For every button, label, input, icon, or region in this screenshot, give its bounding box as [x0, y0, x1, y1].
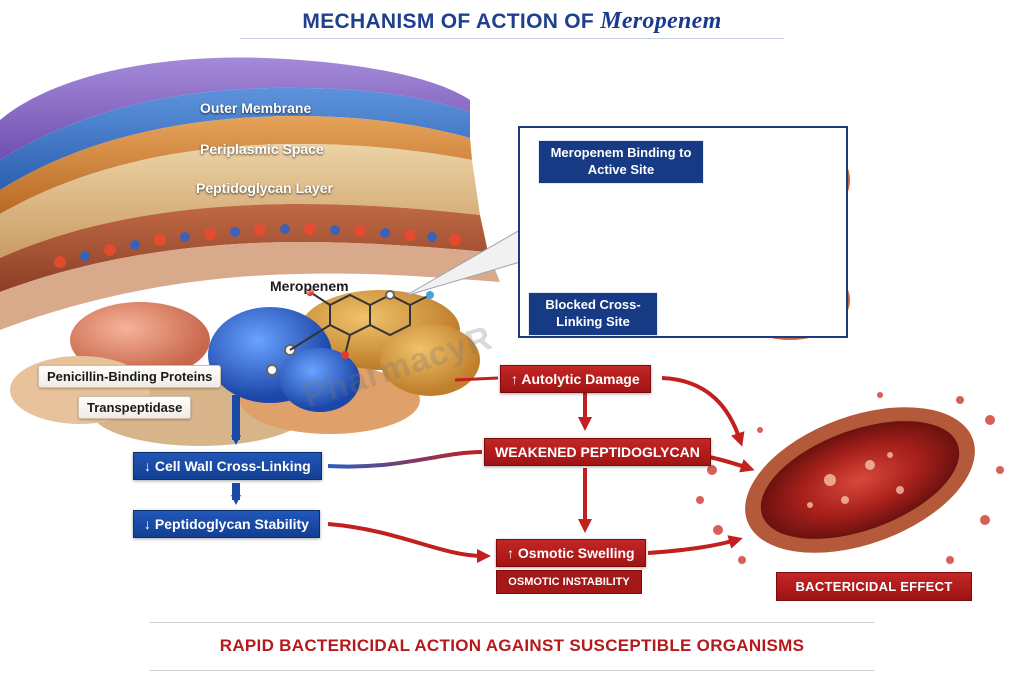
- label-meropenem: Meropenem: [270, 278, 349, 294]
- title-main: MECHANISM OF ACTION OF: [302, 10, 595, 33]
- label-penicillin-binding-proteins: Penicillin-Binding Proteins: [38, 365, 222, 388]
- step-autolytic-damage: ↑ Autolytic Damage: [500, 365, 651, 393]
- footer-caption: RAPID BACTERICIDAL ACTION AGAINST SUSCEP…: [219, 636, 805, 655]
- footer-divider-bottom: [150, 670, 874, 671]
- step-weakened-peptidoglycan: WEAKENED PEPTIDOGLYCAN: [484, 438, 711, 466]
- footer-divider-top: [150, 622, 874, 623]
- label-outer-membrane: Outer Membrane: [200, 100, 312, 116]
- inset-blocked-label: Blocked Cross-Linking Site: [528, 292, 658, 336]
- step-peptidoglycan-stability: ↓ Peptidoglycan Stability: [133, 510, 320, 538]
- page-title: MECHANISM OF ACTION OF Meropenem: [0, 8, 1024, 35]
- lysed-bacterium-icon: [696, 392, 1004, 578]
- label-periplasmic-space: Periplasmic Space: [200, 141, 324, 157]
- step-cell-wall-cross-linking: ↓ Cell Wall Cross-Linking: [133, 452, 322, 480]
- title-divider: [240, 38, 784, 39]
- meropenem-molecule-icon: [266, 288, 434, 376]
- bactericidal-effect-label: BACTERICIDAL EFFECT: [776, 572, 972, 601]
- title-drug: Meropenem: [600, 8, 722, 34]
- label-peptidoglycan-layer: Peptidoglycan Layer: [196, 180, 333, 196]
- step-osmotic-swelling: ↑ Osmotic Swelling: [496, 539, 646, 567]
- label-transpeptidase: Transpeptidase: [78, 396, 192, 419]
- inset-binding-label: Meropenem Binding to Active Site: [538, 140, 704, 184]
- step-osmotic-instability: OSMOTIC INSTABILITY: [496, 570, 642, 594]
